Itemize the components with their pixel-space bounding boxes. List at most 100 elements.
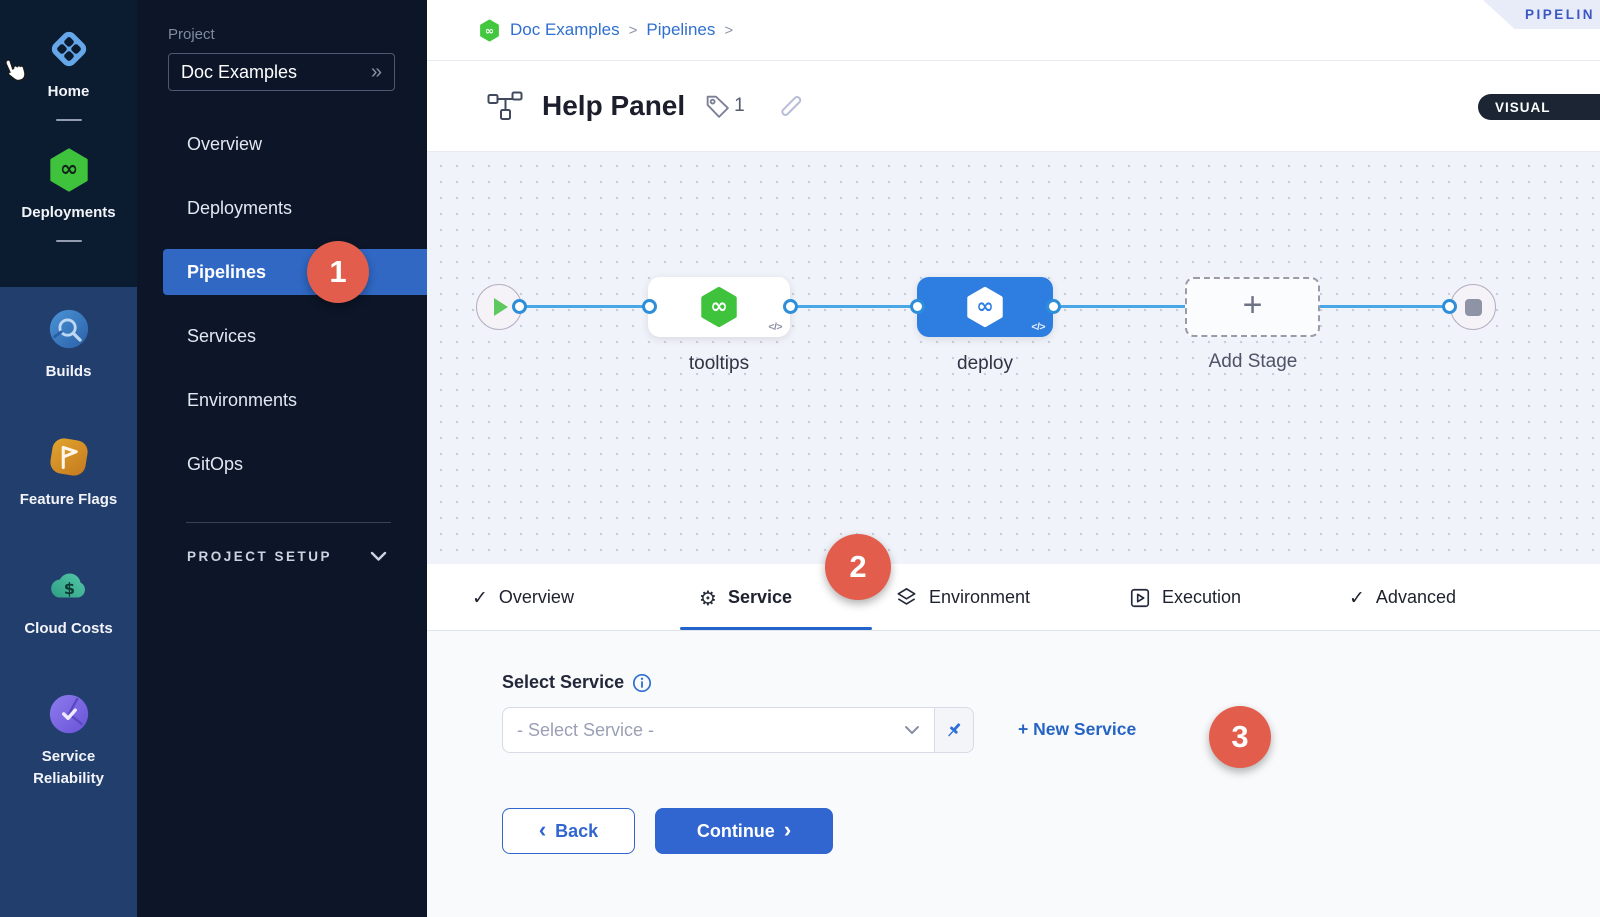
deployments-icon: ∞ (49, 148, 88, 192)
breadcrumb: ∞ Doc Examples > Pipelines > (427, 0, 1600, 61)
svg-text:∞: ∞ (485, 24, 494, 37)
svg-text:$: $ (63, 579, 74, 598)
sidebar-item-service-reliability[interactable]: Service Reliability (9, 639, 129, 790)
select-service-group: - Select Service - (502, 707, 974, 753)
project-setup-toggle[interactable]: PROJECT SETUP (187, 549, 387, 564)
node-port[interactable] (783, 299, 798, 314)
cloud-costs-icon: $ (50, 573, 85, 598)
module-sidebar-active-group: Home ∞ Deployments (0, 0, 137, 287)
service-reliability-icon (49, 695, 88, 734)
sidebar-item-feature-flags[interactable]: Feature Flags (0, 383, 137, 511)
node-port[interactable] (910, 299, 925, 314)
tab-overview[interactable]: ✓ Overview (472, 564, 574, 631)
sidebar-item-label: Feature Flags (19, 490, 118, 508)
stage-node-tooltips[interactable]: ∞ </> (648, 277, 790, 337)
wizard-buttons: ‹ Back Continue › (502, 808, 833, 854)
sidebar-item-home[interactable]: Home (0, 0, 137, 121)
pipeline-header: Help Panel 1 VISUAL (427, 61, 1600, 152)
play-box-icon (1130, 588, 1150, 607)
edit-pencil-icon[interactable] (777, 93, 804, 120)
stage-node-deploy-selected[interactable]: ∞ </> (917, 277, 1053, 337)
module-underline (55, 118, 82, 121)
code-icon: </> (768, 321, 782, 333)
info-icon[interactable] (632, 673, 652, 693)
nav-item-overview[interactable]: Overview (187, 133, 263, 154)
stage-label-deploy: deploy (957, 353, 1013, 374)
tab-label: Service (727, 587, 792, 607)
sidebar-item-label: Deployments (21, 203, 116, 221)
new-service-link[interactable]: + New Service (1018, 719, 1137, 739)
nav-item-pipelines[interactable]: Pipelines (163, 249, 427, 295)
node-port[interactable] (1046, 299, 1061, 314)
svg-text:∞: ∞ (59, 157, 77, 182)
pin-button[interactable] (935, 707, 974, 753)
project-selector[interactable]: Doc Examples » (168, 53, 395, 91)
tag-icon (706, 95, 729, 118)
continue-button[interactable]: Continue › (655, 808, 833, 854)
nav-item-deployments[interactable]: Deployments (187, 197, 293, 218)
back-button-label: Back (555, 820, 599, 841)
harness-stage-icon: ∞ (967, 286, 1003, 328)
add-stage-button[interactable]: + (1185, 277, 1320, 337)
breadcrumb-pipelines-link[interactable]: Pipelines (646, 20, 716, 39)
ribbon-label: PIPELIN (1525, 7, 1596, 22)
annotation-step-2: 2 (825, 534, 891, 600)
breadcrumb-separator: > (724, 21, 734, 39)
sidebar-item-cloud-costs[interactable]: $ Cloud Costs (0, 511, 137, 640)
select-service-dropdown[interactable]: - Select Service - (502, 707, 935, 753)
nav-item-environments[interactable]: Environments (187, 389, 298, 410)
nav-item-services[interactable]: Services (187, 325, 257, 346)
main-content: PIPELIN ∞ Doc Examples > Pipelines > Hel… (427, 0, 1600, 917)
node-port[interactable] (642, 299, 657, 314)
tab-label: Overview (498, 587, 574, 607)
pipeline-end-node[interactable] (1450, 284, 1496, 330)
nav-divider (186, 522, 391, 523)
stage-tabs: ✓ Overview ⚙ Service Environment Executi… (427, 564, 1600, 631)
service-tab-panel: Select Service - Select Service - + New … (427, 631, 1600, 917)
chevron-left-icon: ‹ (538, 817, 547, 842)
project-setup-label: PROJECT SETUP (187, 549, 333, 564)
check-icon: ✓ (1349, 586, 1365, 609)
pipeline-canvas[interactable]: ∞ </> ∞ </> + tooltips deploy Add Stage (427, 152, 1600, 564)
module-sidebar: Home ∞ Deployments Builds Feature Flags … (0, 0, 137, 917)
sidebar-item-deployments[interactable]: ∞ Deployments (0, 121, 137, 242)
module-sidebar-modules: Builds Feature Flags $ Cloud Costs Servi… (0, 287, 137, 790)
sidebar-item-label: Cloud Costs (24, 619, 113, 637)
select-service-label: Select Service (502, 672, 625, 692)
pipeline-icon (487, 91, 523, 120)
stage-label-tooltips: tooltips (688, 353, 750, 374)
nav-item-gitops[interactable]: GitOps (187, 453, 244, 474)
harness-logo-icon: ∞ (480, 18, 499, 42)
builds-icon (49, 309, 88, 349)
visual-yaml-toggle[interactable]: VISUAL (1478, 94, 1600, 120)
node-port[interactable] (512, 299, 527, 314)
gear-icon: ⚙ (699, 585, 717, 610)
project-section-label: Project (168, 26, 215, 43)
project-selector-value: Doc Examples (181, 61, 298, 82)
node-port[interactable] (1442, 299, 1457, 314)
double-chevron-icon[interactable]: » (370, 61, 382, 83)
tab-advanced[interactable]: ✓ Advanced (1349, 564, 1456, 631)
svg-text:∞: ∞ (976, 293, 994, 318)
sidebar-item-label: Service Reliability (33, 748, 104, 787)
svg-text:∞: ∞ (710, 293, 728, 318)
active-tab-underline (680, 627, 872, 630)
tab-execution[interactable]: Execution (1129, 564, 1241, 631)
breadcrumb-project-link[interactable]: Doc Examples (510, 20, 620, 39)
annotation-step-3: 3 (1209, 706, 1271, 768)
project-nav-list: Overview Deployments Pipelines Services … (137, 112, 427, 496)
back-button[interactable]: ‹ Back (502, 808, 635, 854)
plus-icon: + (1242, 286, 1263, 324)
sidebar-item-builds[interactable]: Builds (0, 287, 137, 383)
pipeline-edge (790, 305, 917, 308)
feature-flags-icon (49, 438, 88, 476)
tab-label: Execution (1162, 587, 1242, 607)
tab-service[interactable]: ⚙ Service (699, 564, 792, 631)
sidebar-item-label: Builds (45, 363, 92, 380)
cursor-pointer-icon (5, 59, 26, 82)
tags-button[interactable]: 1 (704, 93, 745, 120)
breadcrumb-separator: > (628, 21, 638, 39)
tab-environment[interactable]: Environment (895, 564, 1030, 631)
stop-icon (1464, 298, 1482, 316)
module-underline (55, 239, 82, 242)
